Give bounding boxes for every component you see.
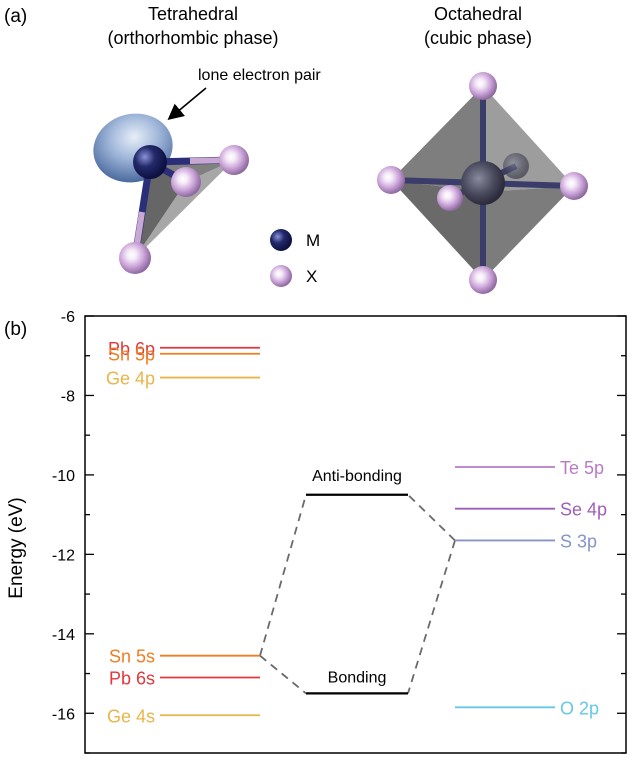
halide-atom — [469, 72, 497, 100]
metal-atom — [133, 145, 167, 179]
tetrahedral-structure — [93, 113, 249, 274]
metal-atom-octa — [461, 161, 505, 205]
level-label-s-3p: S 3p — [560, 531, 597, 551]
halide-atom — [119, 242, 151, 274]
connector-line — [407, 494, 456, 542]
y-tick-label: -14 — [52, 627, 75, 644]
halide-atom — [171, 167, 201, 197]
left-title-line1: Tetrahedral — [148, 4, 238, 24]
left-title-line2: (orthorhombic phase) — [107, 28, 278, 48]
level-label-bonding: Bonding — [328, 669, 387, 686]
y-tick-label: -16 — [52, 706, 75, 723]
connector-line — [259, 654, 307, 695]
y-tick-label: -12 — [52, 547, 75, 564]
y-tick-label: -10 — [52, 468, 75, 485]
panel-b: (b) Energy (eV) -6-8-10-12-14-16 Pb 6pSn… — [4, 309, 627, 754]
level-label-sn-5s: Sn 5s — [109, 647, 155, 667]
panel-a-label: (a) — [4, 6, 27, 27]
connectors — [259, 494, 456, 695]
halide-atom-back — [503, 153, 529, 179]
panel-a: (a) Tetrahedral (orthorhombic phase) Oct… — [4, 4, 588, 294]
y-tick-label: -6 — [61, 309, 75, 326]
level-label-te-5p: Te 5p — [560, 458, 604, 478]
y-axis: -6 -8 -10 -12 -14 -16 — [52, 309, 626, 754]
level-label-ge-4s: Ge 4s — [107, 706, 155, 726]
legend-halide-icon — [270, 265, 292, 287]
level-label-pb-6p: Pb 6p — [108, 339, 155, 359]
connector-line — [259, 494, 307, 656]
lone-pair-label: lone electron pair — [198, 67, 321, 84]
octa-face — [483, 186, 574, 280]
octahedral-structure — [377, 72, 588, 294]
lone-pair-arrow — [167, 87, 207, 121]
level-label-pb-6s: Pb 6s — [109, 669, 155, 689]
level-label-sn-5p: Sn 5p — [108, 345, 155, 365]
level-label-o-2p: O 2p — [560, 698, 599, 718]
halide-atom — [437, 185, 463, 211]
legend-metal-icon — [270, 229, 292, 251]
connector-line — [407, 540, 456, 694]
halide-atom — [377, 166, 405, 194]
halide-atom — [469, 266, 497, 294]
halide-atom — [219, 145, 249, 175]
panel-b-label: (b) — [4, 319, 27, 340]
right-title-line1: Octahedral — [434, 4, 522, 24]
right-title-line2: (cubic phase) — [424, 28, 532, 48]
level-label-se-4p: Se 4p — [560, 500, 607, 520]
legend-metal-label: M — [306, 231, 320, 250]
level-label-ge-4p: Ge 4p — [106, 369, 155, 389]
octa-face — [391, 86, 483, 192]
halide-atom — [560, 172, 588, 200]
y-tick-label: -8 — [61, 388, 75, 405]
atom-legend: M X — [270, 229, 320, 287]
y-axis-label: Energy (eV) — [6, 497, 27, 598]
legend-halide-label: X — [306, 267, 317, 286]
tetra-face-right — [135, 160, 234, 258]
plot-frame — [84, 315, 627, 754]
level-label-anti-bonding: Anti-bonding — [312, 468, 402, 485]
